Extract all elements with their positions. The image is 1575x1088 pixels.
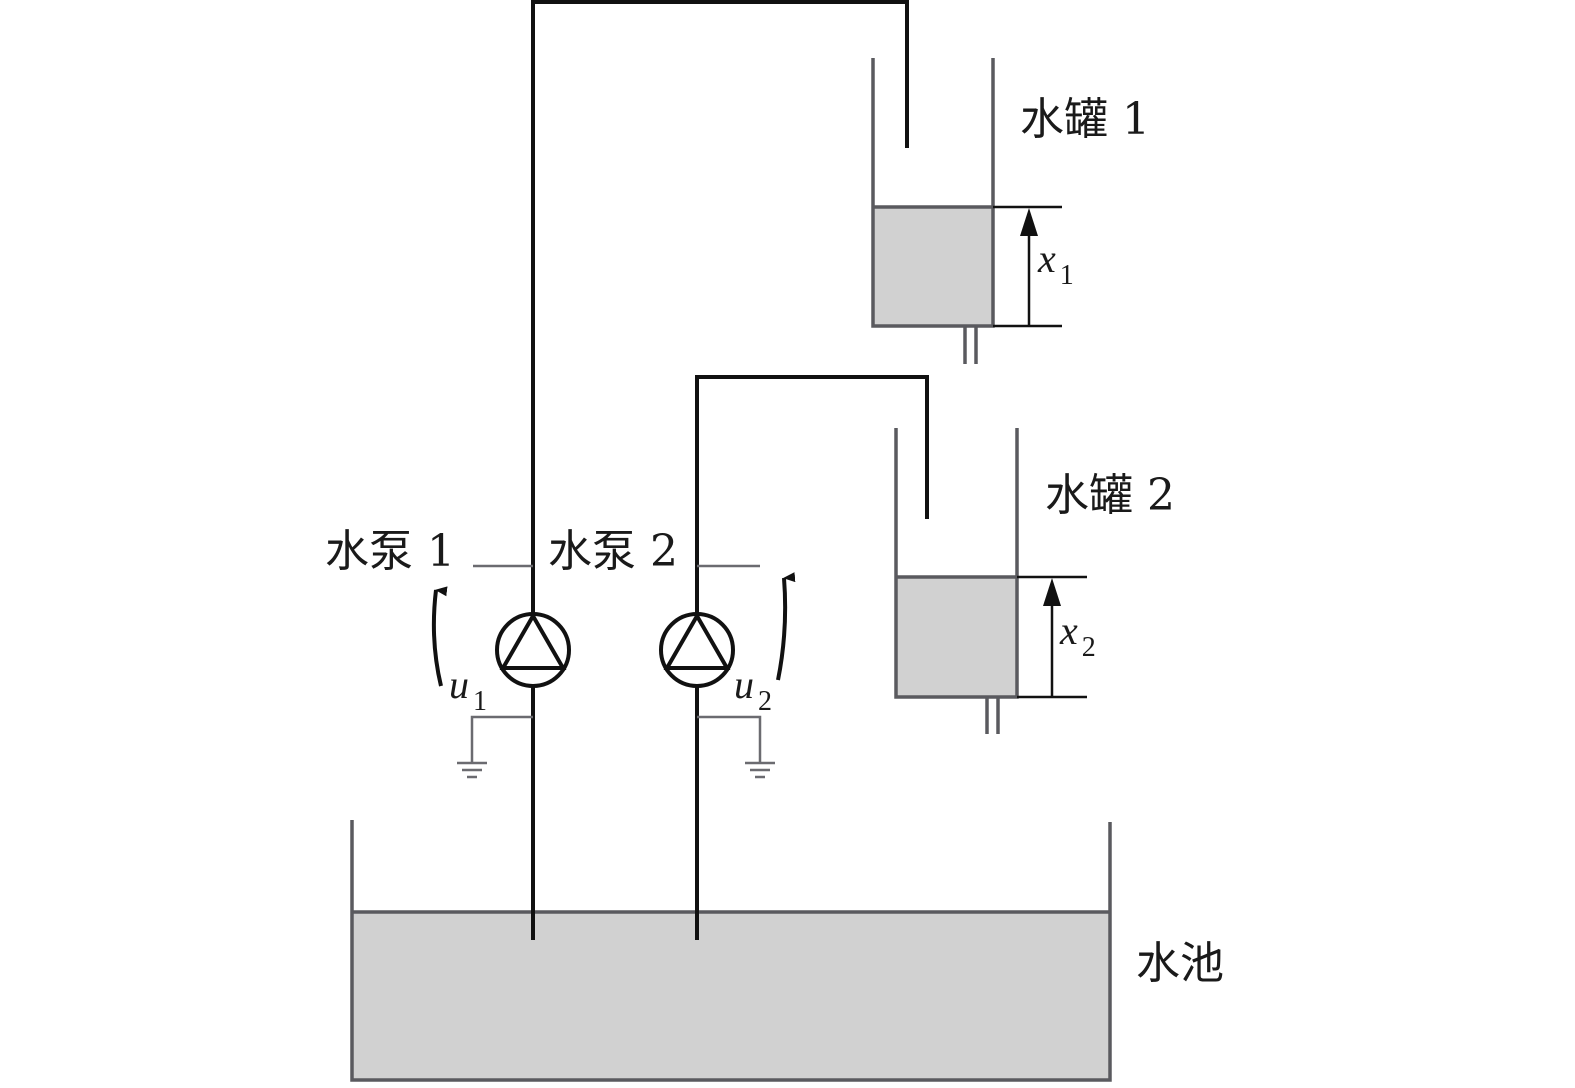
pump-1-triangle-icon [499,611,567,670]
level-x1-label: x 1 [1037,236,1074,291]
pump-2-circle [659,612,735,688]
control-u2-subscript: 2 [758,686,772,717]
pool [350,820,1112,1082]
pump-1-circle [495,612,571,688]
pump-2 [659,611,735,688]
level-x2-symbol: x [1059,608,1078,653]
pump-1 [495,611,571,688]
tank-1-wall [871,58,995,328]
level-x1-subscript: 1 [1060,260,1074,291]
tank-2-water [896,577,1017,697]
control-u1-arrow [431,586,448,687]
control-u2-label: u 2 [734,662,772,717]
level-x2-arrowhead [1043,578,1061,606]
pump-2-ground [697,715,775,779]
level-x1-symbol: x [1037,236,1056,281]
pump-1-label: 水泵 1 [325,526,455,577]
tank-1-water [873,207,993,326]
pump-1-ground-wire [470,715,533,762]
pool-water [352,912,1110,1080]
control-u1-symbol: u [449,662,469,707]
tank-2-wall [894,428,1019,699]
pump-1-ground [457,715,533,779]
control-u2-arrow [776,572,796,681]
pipe-1 [531,0,909,940]
level-x1-indicator [993,205,1062,328]
level-x2-subscript: 2 [1082,632,1096,663]
level-x2-label: x 2 [1059,608,1096,663]
pool-label: 水池 [1136,938,1224,989]
control-u1-subscript: 1 [473,686,487,717]
pump-2-label: 水泵 2 [548,526,678,577]
level-x2-indicator [1017,575,1087,699]
tank-1 [871,58,995,364]
tank-2-label: 水罐 2 [1045,470,1175,521]
pump-2-ground-wire [697,715,762,762]
pump-2-triangle-icon [663,611,731,670]
control-u1-label: u 1 [449,662,487,717]
tank-1-label: 水罐 1 [1020,94,1150,145]
tank-2 [894,428,1019,734]
level-x1-arrowhead [1020,208,1038,236]
control-u2-symbol: u [734,662,754,707]
pool-wall [350,820,1112,1082]
